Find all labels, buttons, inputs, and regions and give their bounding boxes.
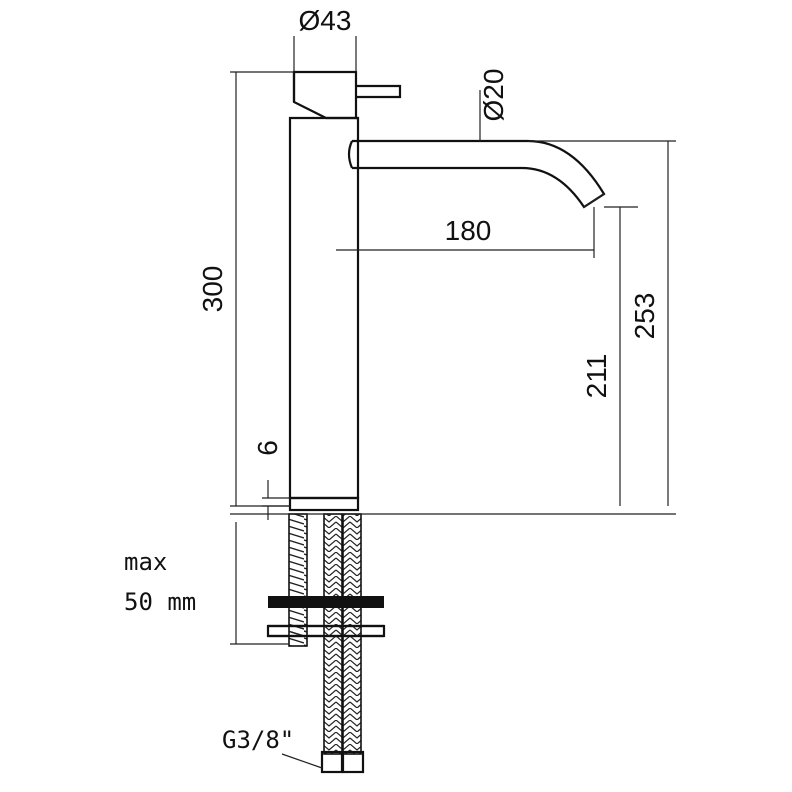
mounting-assembly — [266, 513, 386, 774]
dimension-total-height: 300 — [197, 71, 294, 507]
hose-fitting-left — [320, 750, 344, 774]
handle-lever — [356, 84, 402, 99]
label-total-height: 300 — [197, 266, 228, 313]
label-outlet-height: 253 — [629, 293, 660, 340]
dimension-spout-diameter: Ø20 — [478, 69, 509, 141]
rubber-gasket — [268, 596, 384, 608]
label-body-diameter: Ø43 — [299, 5, 352, 36]
supply-hose-right — [342, 513, 362, 755]
label-base-height: 6 — [252, 440, 283, 456]
dimension-clearance-height: 211 — [581, 206, 638, 506]
dimension-outlet-height: 253 — [528, 140, 676, 506]
label-max-line1: max — [124, 548, 167, 576]
label-connection-thread: G3/8" — [222, 726, 294, 754]
label-clearance-height: 211 — [581, 354, 612, 399]
label-max-line2: 50 mm — [124, 588, 196, 616]
spout — [352, 139, 606, 209]
label-spout-reach: 180 — [445, 215, 492, 246]
label-spout-diameter: Ø20 — [478, 69, 509, 122]
body-column — [288, 116, 360, 500]
dimension-spout-reach: 180 — [336, 207, 595, 258]
faucet-body — [288, 70, 606, 512]
dimension-base-height: 6 — [252, 440, 290, 520]
dimension-body-diameter: Ø43 — [293, 5, 357, 72]
supply-hose-left — [323, 513, 343, 755]
handle-cap — [292, 70, 358, 120]
callout-connection-thread: G3/8" — [222, 726, 323, 769]
dimension-max-thickness: max 50 mm — [124, 522, 289, 645]
hose-fitting-right — [341, 750, 365, 774]
base-ring — [288, 496, 360, 512]
